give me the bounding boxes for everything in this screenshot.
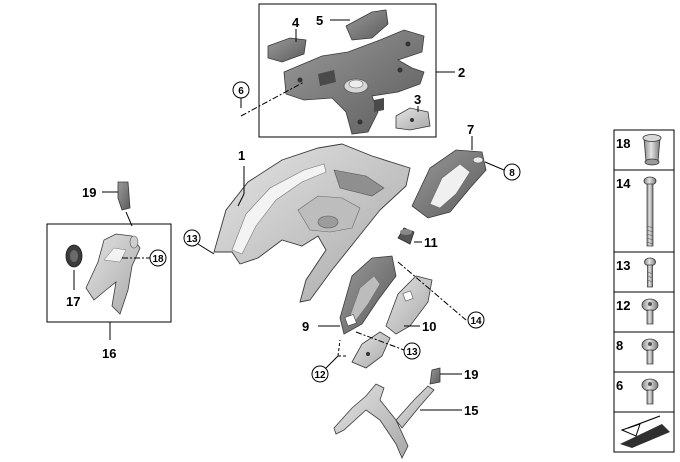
- fastener-12-label: 12: [616, 298, 630, 313]
- fastener-14: 14: [616, 176, 657, 247]
- fastener-18-label: 18: [616, 136, 630, 151]
- fastener-6-label: 6: [616, 378, 623, 393]
- fastener-6: 6: [616, 378, 659, 405]
- callout-9: 9: [302, 319, 309, 334]
- leader-14: [397, 261, 467, 321]
- callout-17: 17: [66, 294, 80, 309]
- callout-2: 2: [458, 65, 465, 80]
- callout-18-group: 18: [122, 249, 167, 267]
- part-9-bracket: 9: [302, 255, 397, 335]
- callout-1: 1: [238, 148, 245, 163]
- fastener-14-label: 14: [616, 176, 631, 191]
- part-3-bracket: 3: [395, 92, 431, 131]
- part-10-bracket: 10: [385, 275, 436, 335]
- callout-14-group: 14: [467, 311, 485, 329]
- callout-6: 6: [238, 86, 244, 97]
- callout-11: 11: [424, 235, 438, 250]
- part-7-side-bracket: 7 8: [411, 122, 521, 219]
- part-17-grommet: 17: [65, 244, 83, 309]
- sleeve-nut-icon: [642, 134, 662, 166]
- fastener-8-label: 8: [616, 338, 623, 353]
- long-bolt-icon: [643, 176, 657, 247]
- callout-18: 18: [152, 254, 164, 265]
- fastener-8: 8: [616, 338, 659, 365]
- callout-14: 14: [470, 316, 482, 327]
- callout-16: 16: [102, 346, 116, 361]
- fastener-panel: [613, 129, 675, 453]
- callout-13b-group: 13: [403, 342, 421, 360]
- part-1-rear-frame: 1: [213, 143, 411, 303]
- fastener-13: 13: [616, 257, 656, 288]
- torx-screw-icon: [641, 298, 659, 325]
- callout-3: 3: [414, 92, 421, 107]
- part-2-mounting-plate: [283, 29, 425, 135]
- callout-10: 10: [422, 319, 436, 334]
- assembly-box-2: 2: [258, 3, 465, 138]
- short-screw-icon: [644, 257, 656, 288]
- fastener-13-label: 13: [616, 258, 630, 273]
- direction-arrow-icon: [620, 415, 670, 448]
- callout-8-circle: 8: [509, 168, 515, 179]
- callout-19b: 19: [464, 367, 478, 382]
- torx-screw-icon: [641, 338, 659, 365]
- part-4-small-pad: 4: [267, 15, 307, 63]
- fastener-12: 12: [616, 298, 659, 325]
- leader-13b: [355, 331, 405, 351]
- callout-6-group: 6: [232, 81, 305, 117]
- callout-12-group: 12: [311, 339, 346, 383]
- part-19-right-clip: 19: [429, 367, 478, 385]
- assembly-box-16: 16: [46, 223, 172, 361]
- callout-19a: 19: [82, 185, 96, 200]
- callout-4: 4: [292, 15, 300, 30]
- callout-7: 7: [467, 122, 474, 137]
- callout-13a: 13: [186, 234, 198, 245]
- callout-15: 15: [464, 403, 478, 418]
- fastener-18: 18: [616, 134, 662, 166]
- callout-13a-group: 13: [183, 229, 215, 255]
- callout-13b: 13: [406, 347, 418, 358]
- part-19-left-clip: 19: [82, 181, 133, 227]
- part-16-bracket: [85, 233, 141, 315]
- callout-5: 5: [316, 13, 323, 28]
- part-5-upper-pad: 5: [316, 9, 389, 41]
- torx-screw-icon: [641, 378, 659, 405]
- part-11-sleeve: 11: [397, 227, 438, 250]
- callout-12: 12: [314, 370, 326, 381]
- part-15-lower-bracket: 15: [333, 383, 478, 459]
